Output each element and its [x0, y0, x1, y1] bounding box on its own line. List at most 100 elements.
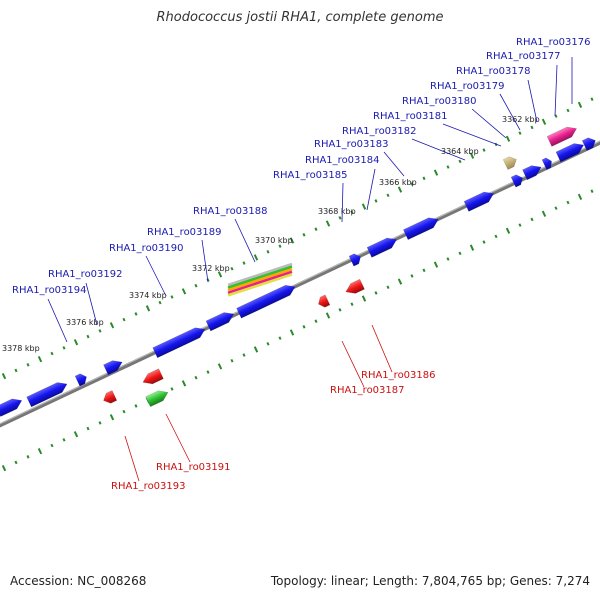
forward-gene[interactable]: [103, 357, 125, 376]
forward-gene[interactable]: [348, 252, 363, 267]
forward-gene[interactable]: [366, 235, 399, 258]
upper-scale-tick: [302, 233, 306, 237]
upper-scale-tick: [590, 97, 594, 101]
lower-scale-tick: [230, 358, 234, 363]
leader-line: [145, 255, 167, 297]
reverse-gene-label[interactable]: RHA1_ro03186: [361, 370, 436, 381]
upper-scale-tick: [181, 288, 187, 295]
upper-scale-tick: [50, 351, 54, 356]
scale-label: 3372 kbp: [192, 264, 230, 273]
lower-scale-tick: [374, 291, 378, 295]
upper-scale-tick: [194, 283, 198, 288]
leader-line: [165, 413, 191, 463]
highlighted-gene-green[interactable]: [145, 387, 171, 407]
forward-gene-label[interactable]: RHA1_ro03190: [109, 243, 184, 254]
forward-gene-label[interactable]: RHA1_ro03194: [12, 285, 87, 296]
lower-scale-tick: [242, 353, 246, 357]
reverse-gene[interactable]: [316, 294, 331, 309]
forward-gene[interactable]: [74, 372, 89, 387]
forward-gene[interactable]: [26, 379, 70, 408]
genome-title: Rhodococcus jostii RHA1, complete genome: [156, 10, 444, 25]
forward-gene[interactable]: [510, 173, 525, 188]
forward-gene-label[interactable]: RHA1_ro03185: [273, 170, 348, 181]
forward-gene-label[interactable]: RHA1_ro03192: [48, 269, 123, 280]
genome-backbone-highlight: [0, 140, 600, 425]
lower-scale-tick: [62, 438, 66, 442]
reverse-gene[interactable]: [344, 278, 365, 297]
lower-scale-tick: [134, 404, 138, 408]
reverse-gene-label[interactable]: RHA1_ro03193: [111, 481, 186, 492]
lower-scale-tick: [26, 455, 30, 459]
leader-line: [442, 123, 502, 147]
forward-gene-label[interactable]: RHA1_ro03177: [486, 51, 561, 62]
forward-gene[interactable]: [205, 309, 236, 332]
forward-gene[interactable]: [463, 189, 496, 212]
forward-gene[interactable]: [0, 395, 24, 417]
forward-gene[interactable]: [152, 324, 207, 359]
forward-gene-label[interactable]: RHA1_ro03181: [373, 111, 448, 122]
forward-gene-label[interactable]: RHA1_ro03178: [456, 66, 531, 77]
forward-gene[interactable]: [555, 140, 586, 163]
scale-label: 3368 kbp: [318, 207, 356, 216]
forward-gene[interactable]: [236, 282, 298, 319]
lower-scale-tick: [469, 244, 475, 251]
upper-scale-tick: [266, 249, 270, 254]
reverse-gene-label[interactable]: RHA1_ro03187: [330, 385, 405, 396]
upper-scale-tick: [338, 216, 342, 220]
scale-label: 3362 kbp: [502, 115, 540, 124]
upper-scale-tick: [253, 254, 259, 261]
reverse-gene[interactable]: [141, 368, 164, 387]
highlighted-gene-tan[interactable]: [502, 154, 519, 170]
scale-label: 3376 kbp: [66, 318, 104, 327]
forward-gene-label[interactable]: RHA1_ro03183: [314, 139, 389, 150]
lower-scale-tick: [181, 380, 187, 387]
lower-scale-tick: [361, 295, 367, 302]
annotation-bar: [227, 267, 293, 292]
annotation-bar: [227, 270, 293, 295]
forward-gene[interactable]: [522, 162, 544, 181]
upper-scale-tick: [242, 261, 246, 265]
upper-scale-tick: [109, 322, 115, 329]
lower-scale-tick: [170, 387, 174, 391]
forward-gene[interactable]: [581, 135, 598, 151]
annotation-bar: [227, 265, 293, 289]
lower-scale-tick: [482, 240, 486, 244]
lower-scale-tick: [397, 278, 403, 285]
lower-scale-tick: [253, 346, 259, 353]
upper-scale-tick: [158, 300, 162, 305]
upper-scale-tick: [541, 118, 547, 125]
reverse-gene-label[interactable]: RHA1_ro03191: [156, 462, 231, 473]
lower-scale-tick: [458, 251, 462, 256]
forward-gene-label[interactable]: RHA1_ro03182: [342, 126, 417, 137]
forward-gene[interactable]: [403, 214, 440, 240]
leader-line: [554, 64, 558, 117]
upper-scale-tick: [410, 182, 414, 186]
reverse-gene[interactable]: [101, 390, 118, 405]
highlighted-gene-pink[interactable]: [546, 124, 579, 147]
forward-gene-label[interactable]: RHA1_ro03189: [147, 227, 222, 238]
forward-gene-label[interactable]: RHA1_ro03184: [305, 155, 380, 166]
lower-scale-tick: [194, 375, 198, 380]
lower-scale-tick: [505, 227, 511, 234]
annotation-bar: [227, 262, 293, 287]
forward-gene[interactable]: [541, 156, 554, 171]
upper-scale-tick: [325, 220, 331, 227]
upper-scale-tick: [361, 203, 367, 210]
forward-gene-label[interactable]: RHA1_ro03188: [193, 206, 268, 217]
upper-scale-tick: [217, 271, 223, 278]
lower-scale-tick: [541, 210, 547, 217]
scale-label: 3370 kbp: [255, 236, 293, 245]
lower-scale-tick: [73, 431, 79, 438]
leader-line: [411, 138, 466, 161]
lower-scale-tick: [590, 189, 594, 193]
scale-track-lower: [1, 189, 594, 472]
lower-scale-tick: [518, 223, 522, 227]
genome-backbone: [0, 140, 600, 428]
lower-scale-tick: [217, 363, 223, 370]
forward-gene-label[interactable]: RHA1_ro03179: [430, 81, 505, 92]
forward-gene-label[interactable]: RHA1_ro03180: [402, 96, 477, 107]
leader-line: [234, 218, 256, 263]
upper-scale-tick: [374, 199, 378, 203]
forward-gene-label[interactable]: RHA1_ro03176: [516, 37, 591, 48]
